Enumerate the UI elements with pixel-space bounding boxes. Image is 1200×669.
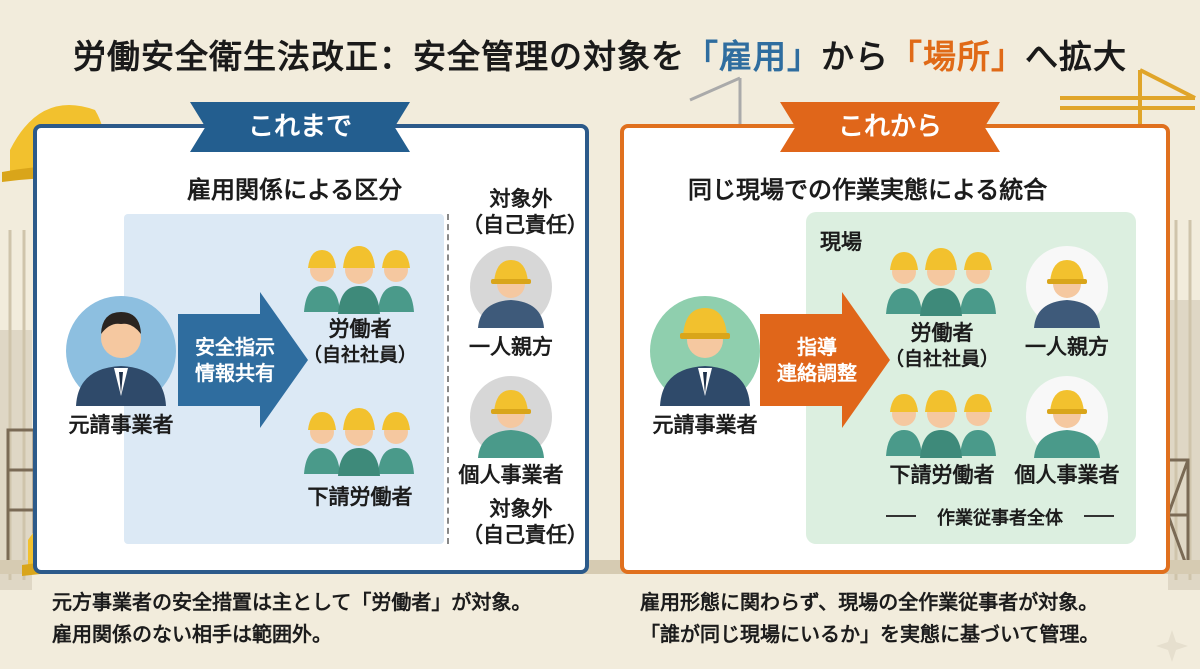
subcontract-worker-group-icon — [304, 408, 414, 476]
individual-worker-icon — [470, 376, 552, 458]
after-note: 雇用形態に関わらず、現場の全作業従事者が対象。「誰が同じ現場にいるか」を実態に基… — [640, 590, 1100, 646]
all-workers-bracket: 作業従事者全体 — [886, 504, 1114, 530]
left-sub-workers-label: 下請労働者 — [307, 485, 413, 509]
manager-icon — [66, 296, 176, 406]
arrow-icon — [760, 292, 890, 428]
crane-icon — [1060, 68, 1196, 124]
site-label: 現場 — [820, 230, 862, 254]
subcontract-worker-group-icon — [886, 390, 996, 458]
before-ribbon: これまで — [190, 102, 410, 152]
left-arrow-label: 安全指示情報共有 — [195, 335, 275, 385]
worker-group-icon — [304, 246, 414, 314]
boundary-divider — [447, 214, 449, 544]
solo-worker-icon — [1026, 246, 1108, 328]
arrow-icon — [178, 292, 308, 428]
worker-group-icon — [886, 248, 996, 316]
left-employer-label: 元請事業者 — [68, 413, 174, 437]
sparkle-icon — [1156, 630, 1188, 662]
right-workers-label: 労働者（自社社員） — [884, 321, 999, 370]
left-individual-label: 個人事業者 — [458, 463, 564, 487]
solo-worker-icon — [470, 246, 552, 328]
individual-worker-icon — [1026, 376, 1108, 458]
page-title: 労働安全衛生法改正：安全管理の対象を「雇用」から「場所」へ拡大 — [73, 37, 1127, 76]
before-subtitle: 雇用関係による区分 — [187, 176, 403, 204]
right-solo-label: 一人親方 — [1025, 335, 1109, 359]
right-arrow-label: 指導連絡調整 — [777, 335, 857, 385]
crane-icon — [689, 76, 742, 124]
left-solo-label: 一人親方 — [469, 335, 553, 359]
out-of-scope-bottom: 対象外（自己責任） — [462, 497, 588, 547]
right-sub-workers-label: 下請労働者 — [889, 463, 995, 487]
right-employer-label: 元請事業者 — [652, 413, 758, 437]
after-subtitle: 同じ現場での作業実態による統合 — [688, 176, 1048, 204]
manager-helmet-icon — [650, 296, 760, 406]
out-of-scope-top: 対象外（自己責任） — [462, 187, 588, 237]
before-note: 元方事業者の安全措置は主として「労働者」が対象。雇用関係のない相手は範囲外。 — [52, 590, 532, 646]
after-ribbon: これから — [780, 102, 1000, 152]
left-workers-label: 労働者（自社社員） — [302, 317, 417, 366]
right-individual-label: 個人事業者 — [1014, 463, 1120, 487]
